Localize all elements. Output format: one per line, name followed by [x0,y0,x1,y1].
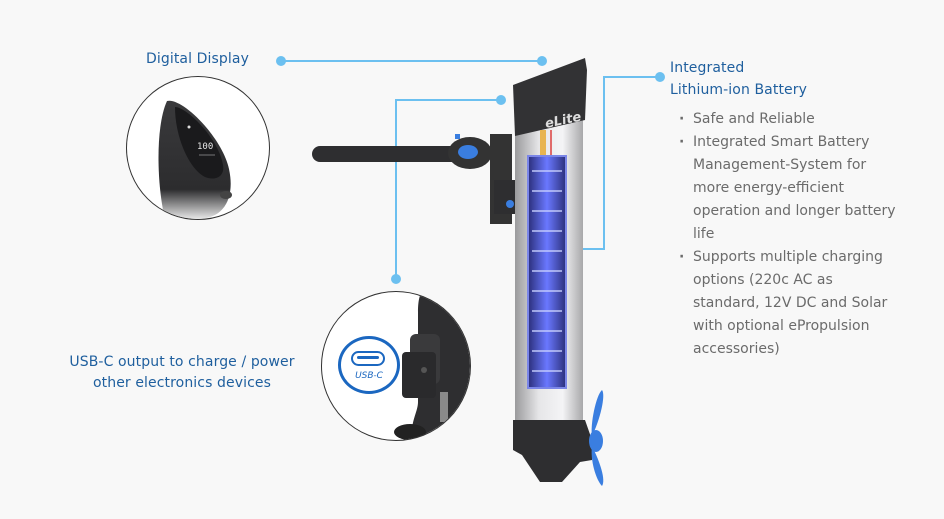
battery-title-line2: Lithium-ion Battery [670,82,807,98]
connector-line [395,99,501,101]
usb-c-port-glyph [351,351,385,366]
usb-c-icon: USB-C [338,336,400,394]
connector-line [395,99,397,279]
propeller-blade [591,446,604,486]
usb-c-label-line1: USB-C output to charge / power [69,354,295,370]
display-handle-illustration: 100 [158,100,232,219]
connector-dot [655,72,665,82]
usb-c-port-illustration [394,292,470,440]
feature-item: Supports multiple charging options (220c… [677,246,902,361]
brand-logo: eLite [544,110,583,132]
digital-display-label: Digital Display [146,51,249,67]
battery-feature-list: Safe and Reliable Integrated Smart Batte… [677,108,902,361]
connector-dot [537,56,547,66]
usb-c-label-line2: other electronics devices [92,375,272,391]
outboard-motor-illustration: eLite [312,58,604,486]
connector-dot [496,95,506,105]
usb-c-closeup: USB-C [321,291,471,441]
connector-dot [391,274,401,284]
propeller-hub [589,430,603,452]
connector-line [604,76,660,78]
connector-line [603,76,605,250]
usb-c-badge-text: USB-C [355,371,383,381]
tiller-button [458,145,478,159]
feature-item: Integrated Smart Battery Management-Syst… [677,131,902,246]
battery-title: Integrated Lithium-ion Battery [670,57,807,101]
usb-c-label: USB-C output to charge / power other ele… [54,352,310,394]
connector-line [281,60,542,62]
battery-title-line1: Integrated [670,60,745,76]
digital-display-closeup: 100 [126,76,270,220]
feature-item: Safe and Reliable [677,108,902,131]
propeller-blade [591,390,604,436]
display-reading: 100 [197,142,213,152]
